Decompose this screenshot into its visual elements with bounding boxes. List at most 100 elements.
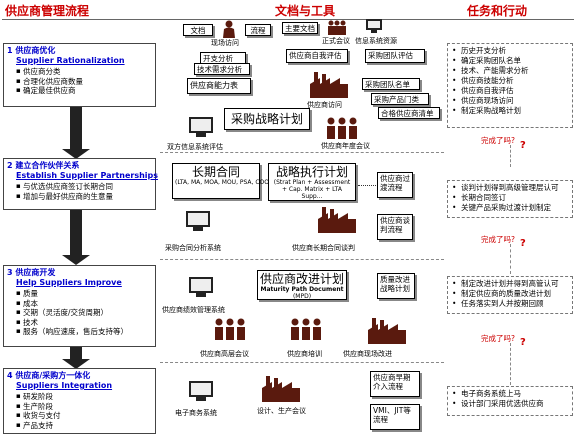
flow-arrow-1 xyxy=(70,107,82,149)
label-senior-meeting: 供应商高层会议 xyxy=(200,350,249,358)
legend-formal-meeting: 正式会议 xyxy=(322,37,350,45)
factory-icon xyxy=(368,318,406,344)
flow-arrowhead-1 xyxy=(62,149,90,159)
task-item: 关键产品采购过渡计划制定 xyxy=(452,203,570,213)
flow-arrowhead-2 xyxy=(62,255,90,265)
label-dual-info-eval: 双方信息系统评估 xyxy=(167,143,223,151)
doc-maturity-path: Maturity Path Document xyxy=(260,286,344,293)
flow-arrow-2 xyxy=(70,210,82,255)
stage-2-box: 2 建立合作伙伴关系 Establish Supplier Partnershi… xyxy=(3,158,158,210)
label-onsite-improve: 供应商现场改进 xyxy=(343,350,392,358)
doc-long-contract-types: (LTA, MA, MOA, MOU, PSA, COO, etc..) xyxy=(175,179,289,186)
doc-team-list: 采购团队名单 xyxy=(362,78,420,90)
stage-1-item: 合理化供应商数量 xyxy=(16,77,155,87)
stage-3-subtitle: Help Suppliers Improve xyxy=(16,278,122,287)
doc-tracking-flow: 供应商过渡流程 xyxy=(377,172,413,198)
doc-maturity-sub: (MPD) xyxy=(292,293,312,300)
stage-3-item: 技术 xyxy=(16,318,155,328)
task-connector-1 xyxy=(510,145,511,167)
stage-3-item: 交期（灵活度/交货周期） xyxy=(16,308,155,318)
doc-early-involve: 供应商早期介入流程 xyxy=(370,371,420,397)
stage-3-item: 质量 xyxy=(16,289,155,299)
stage-1-subtitle: Supplier Rationalization xyxy=(16,56,125,65)
doc-vmi-jit: VMI、JIT等流程 xyxy=(370,404,420,430)
doc-improve-plan: 供应商改进计划 Maturity Path Document (MPD) xyxy=(257,270,347,300)
task-item: 确定采购团队名单 xyxy=(452,56,570,66)
doc-self-eval: 供应商自我评估 xyxy=(286,49,348,63)
monitor-icon xyxy=(189,117,213,137)
legend-doc: 文档 xyxy=(183,24,213,36)
label-training: 供应商培训 xyxy=(287,350,322,358)
legend-main-doc: 主要文档 xyxy=(282,22,318,34)
stage-4-box: 4 供应商/采购方一体化 Suppliers Integration 研发阶段 … xyxy=(3,368,156,434)
stage-1-item: 确定最佳供应商 xyxy=(16,86,155,96)
question-mark: ? xyxy=(520,140,526,151)
factory-icon xyxy=(318,207,356,233)
task-item: 长期合同签订 xyxy=(452,193,570,203)
task-item: 技术、产能需求分析 xyxy=(452,66,570,76)
header-tasks: 任务和行动 xyxy=(467,4,528,18)
stage-1-title: 1 供应商优化 xyxy=(7,46,56,55)
stage-4-item: 研发阶段 xyxy=(16,392,155,402)
doc-exec-plan: 战略执行计划 (Strat Plan + Assessment + Cap. M… xyxy=(268,163,356,201)
monitor-icon xyxy=(189,277,213,297)
task-item: 任务落实到人并按期回顾 xyxy=(452,299,570,309)
stage-1-box: 1 供应商优化 Supplier Rationalization 供应商分类 合… xyxy=(3,43,156,107)
doc-review-flow: 供应商谈判流程 xyxy=(377,214,413,240)
task-item: 设计部门采用优选供应商 xyxy=(452,399,570,409)
header-docs: 文档与工具 xyxy=(275,4,336,18)
task-item: 制定采购战略计划 xyxy=(452,106,570,116)
stage-4-title: 4 供应商/采购方一体化 xyxy=(7,371,91,380)
doc-tech-req: 技术需求分析 xyxy=(194,63,250,75)
task-item: 历史开支分析 xyxy=(452,46,570,56)
stage-4-item: 收货与支付 xyxy=(16,411,155,421)
meeting-icon xyxy=(327,117,357,139)
done-check-3: 完成了吗? xyxy=(481,334,515,343)
doc-qualified-list: 合格供应商清单 xyxy=(378,107,440,119)
task-item: 供应商自我评估 xyxy=(452,86,570,96)
stage-1-item: 供应商分类 xyxy=(16,67,155,77)
doc-quality-plan: 质量改进战略计划 xyxy=(377,273,415,299)
stage-2-item: 与优选供应商签订长期合同 xyxy=(16,182,155,192)
stage-3-box: 3 供应商开发 Help Suppliers Improve 质量 成本 交期（… xyxy=(3,265,156,347)
doc-exec-plan-title: 战略执行计划 xyxy=(275,165,348,179)
done-check-2: 完成了吗? xyxy=(481,235,515,244)
question-mark: ? xyxy=(520,238,526,249)
doc-exec-plan-detail: (Strat Plan + Assessment + Cap. Matrix +… xyxy=(273,179,351,200)
legend-info-resource: 信息系统资源 xyxy=(355,37,397,45)
meeting-icon xyxy=(328,20,346,35)
label-contract-system: 采购合同分析系统 xyxy=(165,244,221,252)
connector-line xyxy=(358,185,376,186)
task-item: 制定供应商的质量改进计划 xyxy=(452,289,570,299)
done-check-1: 完成了吗? xyxy=(481,136,515,145)
label-long-contract-negotiation: 供应商长期合同谈判 xyxy=(292,244,355,252)
doc-long-contract: 长期合同 (LTA, MA, MOA, MOU, PSA, COO, etc..… xyxy=(172,163,289,199)
doc-long-contract-title: 长期合同 xyxy=(191,165,240,179)
question-mark: ? xyxy=(520,337,526,348)
factory-icon xyxy=(310,72,348,98)
legend-site-visit: 现场访问 xyxy=(211,39,239,47)
doc-strategy-plan: 采购战略计划 xyxy=(224,108,310,130)
task-item: 供应商现场访问 xyxy=(452,96,570,106)
stage-2-title: 2 建立合作伙伴关系 xyxy=(7,161,80,170)
label-annual-meeting: 供应商年度会议 xyxy=(321,142,370,150)
meeting-icon xyxy=(215,318,245,340)
doc-team-eval: 采购团队评估 xyxy=(365,49,425,63)
stage-2-item: 增加与最好供应商的生意量 xyxy=(16,192,155,202)
stage-4-item: 产品支持 xyxy=(16,421,155,431)
header-process: 供应商管理流程 xyxy=(5,4,90,18)
task-item: 制定改进计划并得到高管认可 xyxy=(452,279,570,289)
label-supplier-visit: 供应商访问 xyxy=(307,101,342,109)
legend-process: 流程 xyxy=(245,24,271,36)
factory-icon xyxy=(262,376,300,402)
stage-3-title: 3 供应商开发 xyxy=(7,268,56,277)
stage-4-item: 生产阶段 xyxy=(16,402,155,412)
task-box-2: 谈判计划得到高级管理层认可 长期合同签订 关键产品采购过渡计划制定 xyxy=(447,180,573,218)
monitor-icon xyxy=(189,381,213,401)
task-connector-2 xyxy=(510,244,511,274)
task-item: 电子商务系统上马 xyxy=(452,389,570,399)
section-divider-1 xyxy=(160,152,444,153)
section-divider-3 xyxy=(160,362,444,363)
doc-supplier-capability: 供应商能力表 xyxy=(187,78,251,94)
label-design-meeting: 设计、生产会议 xyxy=(257,407,306,415)
